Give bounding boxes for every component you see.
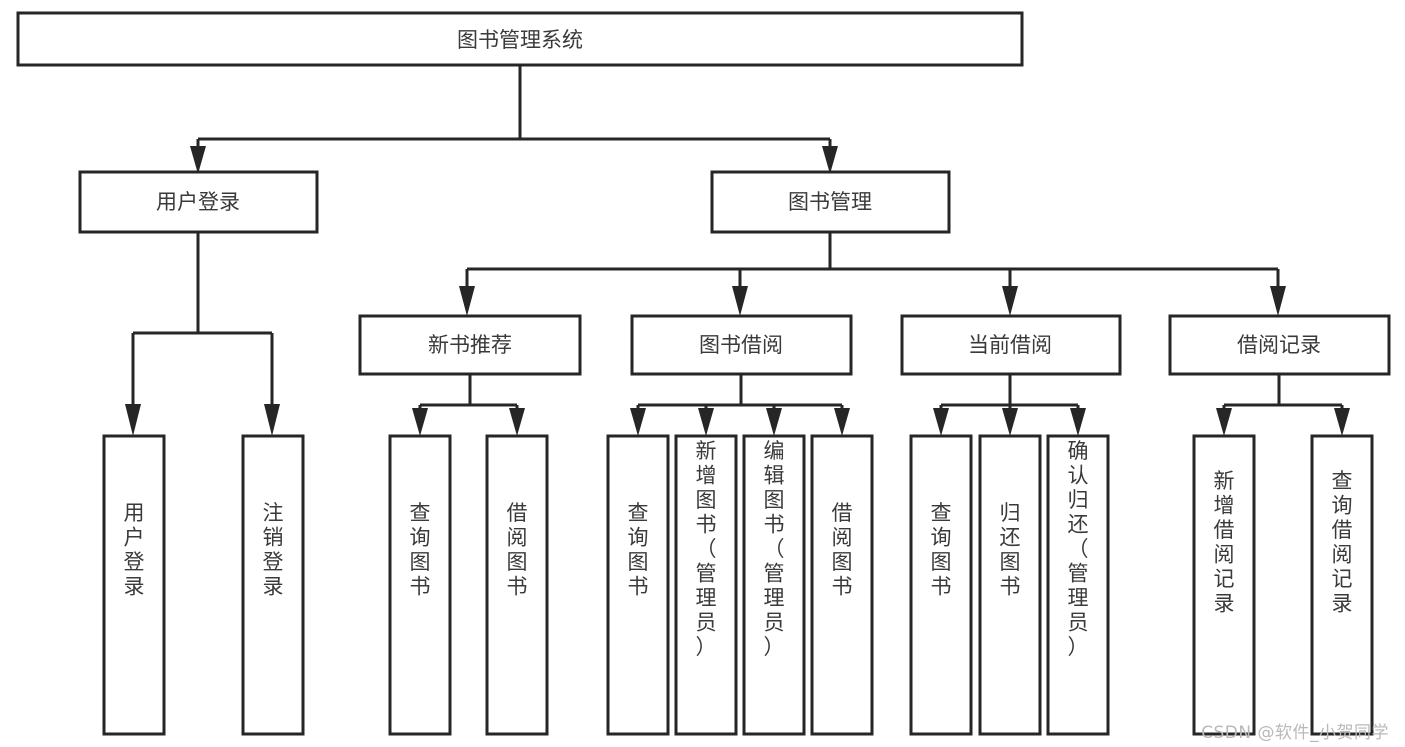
leaf-borrow-book-2-label: 借阅图书 (832, 501, 853, 599)
arrow-bb-leaf-4 (834, 408, 850, 436)
node-root-box[interactable] (16, 11, 1024, 67)
arrow-br-leaf-1 (1216, 408, 1232, 436)
leaf-add-record-box[interactable] (1192, 434, 1256, 736)
arrow-user-login-leaf-2 (264, 404, 280, 436)
leaf-node-borrow-book-1[interactable]: 借阅图书 (485, 434, 549, 736)
connectors-book-borrow-to-leaves (630, 374, 850, 436)
arrow-root-to-book-manage (822, 146, 838, 174)
leaf-node-query-book-3[interactable]: 查询图书 (909, 434, 973, 736)
leaf-query-book-1-box[interactable] (388, 434, 452, 736)
arrow-cb-leaf-3 (1070, 408, 1086, 436)
leaf-edit-book-box[interactable] (742, 434, 806, 736)
leaf-node-query-book-1[interactable]: 查询图书 (388, 434, 452, 736)
leaf-return-book-label: 归还图书 (1000, 501, 1021, 599)
leaf-node-user-logout[interactable]: 注销登录 (241, 434, 305, 736)
node-book-manage-label: 图书管理 (788, 190, 872, 214)
node-borrow-record[interactable]: 借阅记录 (1168, 314, 1391, 376)
arrow-cb-leaf-2 (1002, 408, 1018, 436)
leaf-node-edit-book[interactable]: 编辑图书（管理员） (742, 434, 806, 736)
arrow-bb-leaf-3 (766, 408, 782, 436)
node-current-borrow[interactable]: 当前借阅 (900, 314, 1122, 376)
leaf-add-book-box[interactable] (674, 434, 738, 736)
leaf-node-add-book[interactable]: 新增图书（管理员） (674, 434, 738, 736)
connectors-root-to-level2 (190, 65, 838, 174)
leaf-user-logout-label: 注销登录 (263, 501, 284, 599)
leaf-borrow-book-1-box[interactable] (485, 434, 549, 736)
node-book-manage-box[interactable] (710, 170, 951, 234)
leaf-user-login-box[interactable] (102, 434, 166, 736)
node-root-label: 图书管理系统 (457, 28, 583, 52)
leaf-query-book-2-label: 查询图书 (628, 501, 649, 599)
arrow-root-to-user-login (190, 146, 206, 174)
node-book-borrow-box[interactable] (630, 314, 853, 376)
connectors-current-borrow-to-leaves (933, 374, 1086, 436)
arrow-nbr-leaf-2 (509, 408, 525, 436)
leaf-query-book-3-label: 查询图书 (931, 501, 952, 599)
node-new-book-recommend[interactable]: 新书推荐 (358, 314, 582, 376)
connectors-user-login-to-leaves (125, 232, 280, 436)
leaf-node-confirm-return[interactable]: 确认归还（管理员） (1046, 434, 1110, 736)
leaf-node-borrow-book-2[interactable]: 借阅图书 (810, 434, 874, 736)
arrow-user-login-leaf-1 (125, 404, 141, 436)
connectors-borrow-record-to-leaves (1216, 374, 1350, 436)
arrow-to-book-borrow (732, 286, 748, 316)
connectors-new-book-recommend-to-leaves (412, 374, 525, 436)
leaf-node-query-book-2[interactable]: 查询图书 (606, 434, 670, 736)
leaf-user-logout-box[interactable] (241, 434, 305, 736)
node-book-manage[interactable]: 图书管理 (710, 170, 951, 234)
node-current-borrow-label: 当前借阅 (968, 333, 1052, 357)
node-user-login[interactable]: 用户登录 (78, 170, 319, 234)
node-borrow-record-box[interactable] (1168, 314, 1391, 376)
node-book-borrow-label: 图书借阅 (699, 333, 783, 357)
leaf-query-record-label: 查询借阅记录 (1332, 469, 1353, 616)
leaf-query-book-2-box[interactable] (606, 434, 670, 736)
node-current-borrow-box[interactable] (900, 314, 1122, 376)
arrow-bb-leaf-2 (698, 408, 714, 436)
leaf-node-user-login[interactable]: 用户登录 (102, 434, 166, 736)
node-book-borrow[interactable]: 图书借阅 (630, 314, 853, 376)
leaf-confirm-return-box[interactable] (1046, 434, 1110, 736)
arrow-cb-leaf-1 (933, 408, 949, 436)
arrow-nbr-leaf-1 (412, 408, 428, 436)
leaf-return-book-box[interactable] (978, 434, 1042, 736)
leaf-confirm-return-label: 确认归还（管理员） (1068, 439, 1089, 659)
leaf-node-return-book[interactable]: 归还图书 (978, 434, 1042, 736)
leaf-user-login-label: 用户登录 (124, 501, 145, 599)
arrow-to-new-book-recommend (459, 286, 475, 316)
node-user-login-label: 用户登录 (156, 190, 240, 214)
node-new-book-recommend-box[interactable] (358, 314, 582, 376)
node-new-book-recommend-label: 新书推荐 (428, 333, 512, 357)
node-root[interactable]: 图书管理系统 (16, 11, 1024, 67)
node-user-login-box[interactable] (78, 170, 319, 234)
arrow-to-current-borrow (1002, 286, 1018, 316)
leaf-node-add-record[interactable]: 新增借阅记录 (1192, 434, 1256, 736)
leaf-query-book-3-box[interactable] (909, 434, 973, 736)
leaf-edit-book-label: 编辑图书（管理员） (764, 439, 785, 659)
connectors-book-manage-to-level3 (459, 232, 1286, 316)
leaf-borrow-book-2-box[interactable] (810, 434, 874, 736)
leaf-query-record-box[interactable] (1310, 434, 1374, 736)
arrow-to-borrow-record (1270, 286, 1286, 316)
leaf-borrow-book-1-label: 借阅图书 (507, 501, 528, 599)
node-borrow-record-label: 借阅记录 (1237, 333, 1321, 357)
leaf-add-record-label: 新增借阅记录 (1214, 469, 1235, 616)
arrow-bb-leaf-1 (630, 408, 646, 436)
leaf-query-book-1-label: 查询图书 (410, 501, 431, 599)
arrow-br-leaf-2 (1334, 408, 1350, 436)
leaf-node-query-record[interactable]: 查询借阅记录 (1310, 434, 1374, 736)
leaf-add-book-label: 新增图书（管理员） (696, 439, 717, 659)
